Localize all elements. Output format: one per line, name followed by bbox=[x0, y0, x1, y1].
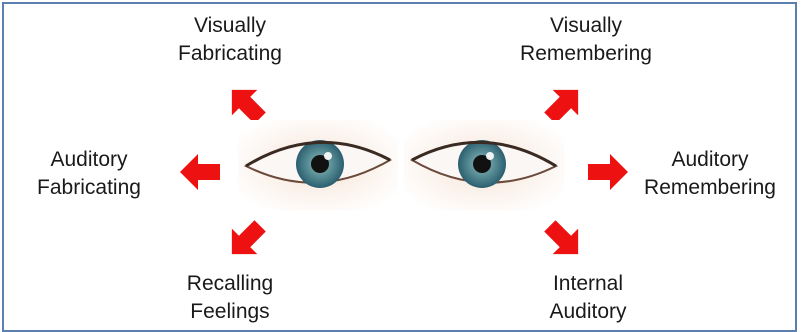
right-eye-icon bbox=[404, 120, 564, 210]
label-auditory-fabricating: Auditory Fabricating bbox=[34, 146, 144, 202]
label-recalling-feelings: Recalling Feelings bbox=[180, 270, 280, 326]
left-eye-icon bbox=[238, 120, 398, 210]
label-visually-fabricating: Visually Fabricating bbox=[178, 12, 282, 68]
label-auditory-remembering: Auditory Remembering bbox=[640, 146, 780, 202]
arrow-left-icon bbox=[176, 148, 224, 196]
label-internal-auditory: Internal Auditory bbox=[538, 270, 638, 326]
arrow-right-icon bbox=[584, 148, 632, 196]
label-visually-remembering: Visually Remembering bbox=[516, 12, 656, 68]
